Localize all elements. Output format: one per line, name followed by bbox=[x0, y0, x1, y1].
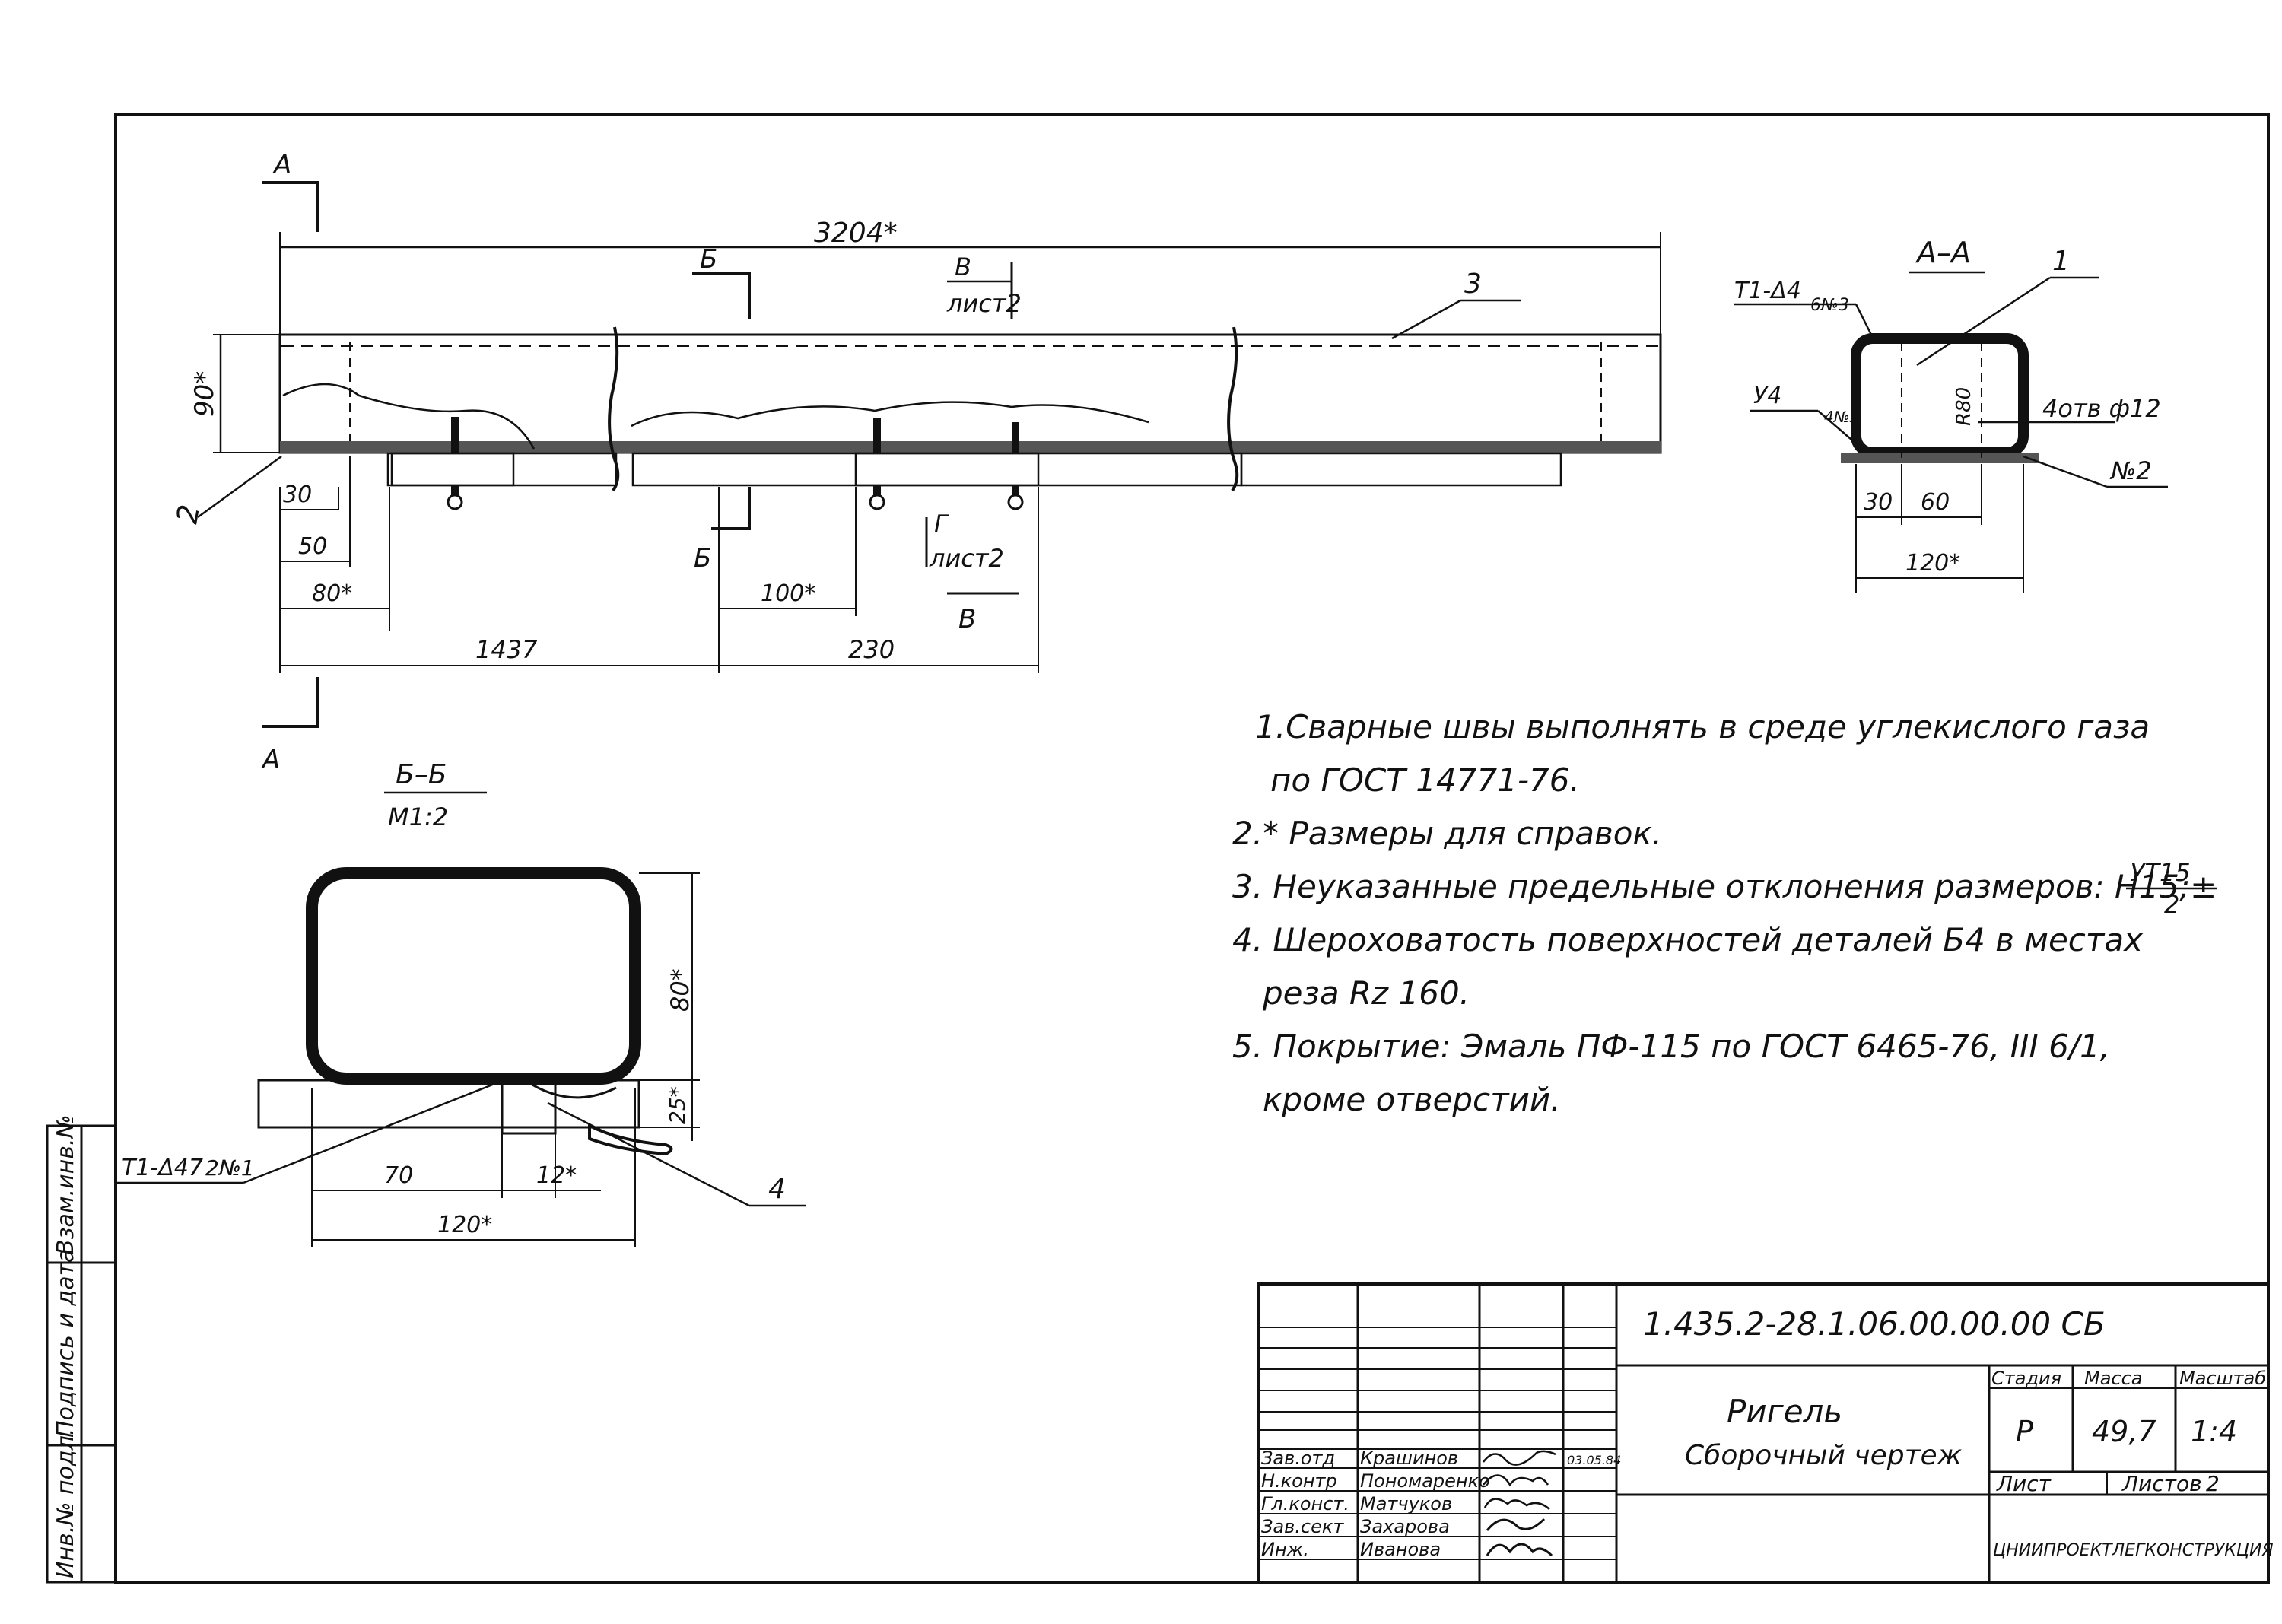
view-g-sheet: лист2 bbox=[929, 544, 1004, 573]
section-b-label-bottom: Б bbox=[694, 543, 711, 574]
mass-value: 49,7 bbox=[2092, 1415, 2156, 1448]
dim-30: 30 bbox=[283, 481, 312, 508]
section-aa-dim-120: 120* bbox=[1905, 550, 1960, 577]
weld-t1-ref: 6№3 bbox=[1810, 296, 1849, 315]
stage-value: Р bbox=[2016, 1415, 2033, 1448]
name-zakharova: Захарова bbox=[1360, 1516, 1450, 1537]
holes-label: 4отв ф12 bbox=[2042, 394, 2161, 423]
note-1a: 1.Сварные швы выполнять в среде углекисл… bbox=[1255, 708, 2150, 745]
section-aa-title: А–А bbox=[1915, 236, 1971, 269]
section-aa: А–А 1 Т1-Δ4 6№3 У4 4№3 R80 4отв ф12 №2 bbox=[1734, 236, 2168, 593]
bolt-1 bbox=[447, 417, 463, 510]
dim-230: 230 bbox=[848, 635, 895, 664]
outer-frame bbox=[114, 113, 2270, 1584]
section-a-label-bottom: А bbox=[261, 745, 280, 775]
section-bb-title: Б–Б bbox=[396, 759, 447, 790]
sheets-label: Листов bbox=[2121, 1471, 2202, 1496]
scale-header: Масштаб bbox=[2179, 1368, 2266, 1389]
name-ivanova: Иванова bbox=[1360, 1539, 1441, 1560]
view-v-label-bottom: В bbox=[958, 604, 976, 634]
stage-header: Стадия bbox=[1991, 1368, 2061, 1389]
section-aa-dim-30: 30 bbox=[1864, 489, 1893, 516]
side-stamp-signature: Подпись и дата bbox=[52, 1249, 79, 1438]
name-matchukov: Матчуков bbox=[1360, 1493, 1452, 1514]
callout-1: 1 bbox=[2052, 246, 2070, 277]
note-2: 2.* Размеры для справок. bbox=[1232, 815, 1662, 852]
document-code: 1.435.2-28.1.06.00.00.00 СБ bbox=[1643, 1305, 2106, 1343]
beam-bottom-plate bbox=[280, 441, 1661, 453]
side-stamp: Инв.№ подл. Подпись и дата Взам.инв.№ bbox=[46, 1114, 117, 1584]
dim-height: 90* bbox=[189, 371, 220, 417]
note-3-numerator: УТ15 bbox=[2130, 858, 2191, 887]
dim-80: 80* bbox=[312, 580, 352, 607]
callout-3: 3 bbox=[1464, 269, 1482, 300]
notes: 1.Сварные швы выполнять в среде углекисл… bbox=[1232, 708, 2217, 1118]
section-bb-dim-25: 25* bbox=[665, 1086, 690, 1124]
mass-header: Масса bbox=[2084, 1368, 2143, 1389]
title-block: 1.435.2-28.1.06.00.00.00 СБ Ригель Сборо… bbox=[1257, 1282, 2274, 1584]
signature-5 bbox=[1486, 1543, 1553, 1557]
weld-t1-label: Т1-Δ4 bbox=[1734, 278, 1801, 304]
note-5a: 5. Покрытие: Эмаль ПФ-115 по ГОСТ 6465-7… bbox=[1232, 1028, 2110, 1065]
name-krashinov: Крашинов bbox=[1360, 1448, 1458, 1469]
signature-1 bbox=[1483, 1450, 1556, 1466]
bolt-2 bbox=[869, 418, 885, 510]
weld-u4-label: У4 bbox=[1753, 383, 1781, 409]
section-bb-dim-12: 12* bbox=[536, 1162, 577, 1189]
drawing-name-line2: Сборочный чертеж bbox=[1685, 1440, 1963, 1471]
callout-n2: №2 bbox=[2109, 456, 2152, 485]
role-inzh: Инж. bbox=[1261, 1539, 1309, 1560]
role-n-kontr: Н.контр bbox=[1261, 1470, 1337, 1492]
signature-3 bbox=[1483, 1498, 1550, 1510]
role-zav-sekt: Зав.сект bbox=[1261, 1516, 1344, 1537]
weld-u4-ref: 4№3 bbox=[1824, 408, 1859, 426]
dim-100: 100* bbox=[761, 580, 815, 607]
main-view: А А 3204* bbox=[170, 150, 1662, 775]
scale-value: 1:4 bbox=[2191, 1415, 2237, 1448]
callout-2: 2 bbox=[170, 502, 207, 526]
side-stamp-vzam: Взам.инв.№ bbox=[52, 1114, 79, 1255]
section-aa-inner-dim: R80 bbox=[1953, 387, 1975, 426]
section-bb-weld-label: Т1-Δ47 bbox=[122, 1155, 203, 1181]
sheets-count: 2 bbox=[2206, 1471, 2220, 1496]
dim-overall: 3204* bbox=[814, 218, 898, 249]
section-b-label-top: Б bbox=[700, 244, 717, 275]
dim-50: 50 bbox=[298, 533, 327, 560]
note-5b: кроме отверстий. bbox=[1263, 1081, 1561, 1118]
view-v-label: В bbox=[955, 253, 971, 281]
section-bb-weld-ref: 2№1 bbox=[205, 1155, 255, 1181]
note-3-denominator: 2 bbox=[2164, 890, 2179, 919]
view-v-sheet: лист2 bbox=[946, 289, 1022, 318]
drawing-name-line1: Ригель bbox=[1727, 1393, 1842, 1430]
section-bb-dim-80: 80* bbox=[666, 968, 694, 1012]
signature-4 bbox=[1486, 1518, 1546, 1531]
sheet-label: Лист bbox=[1996, 1471, 2052, 1496]
note-4b: реза Rz 160. bbox=[1262, 974, 1470, 1012]
note-3: 3. Неуказанные предельные отклонения раз… bbox=[1232, 868, 2217, 905]
note-1b: по ГОСТ 14771-76. bbox=[1270, 761, 1580, 799]
note-4a: 4. Шероховатость поверхностей деталей Б4… bbox=[1232, 921, 2144, 958]
name-ponomarenko: Пономаренко bbox=[1360, 1470, 1490, 1492]
view-g-label: Г bbox=[934, 510, 949, 539]
section-bb-scale: М1:2 bbox=[388, 802, 448, 831]
role-zav-otd: Зав.отд bbox=[1261, 1448, 1335, 1469]
bolt-3 bbox=[1007, 422, 1024, 510]
section-bb-dim-70: 70 bbox=[384, 1162, 413, 1189]
sign-date: 03.05.84 bbox=[1567, 1453, 1621, 1467]
section-bb-dim-120: 120* bbox=[437, 1212, 492, 1238]
callout-4: 4 bbox=[768, 1174, 786, 1205]
signature-2 bbox=[1483, 1474, 1549, 1487]
section-aa-dim-60: 60 bbox=[1921, 489, 1950, 516]
role-gl-konst: Гл.конст. bbox=[1261, 1493, 1349, 1514]
bb-weld-fillet bbox=[501, 1079, 557, 1135]
side-stamp-inv-podl: Инв.№ подл. bbox=[52, 1429, 79, 1578]
organization: ЦНИИПРОЕКТЛЕГКОНСТРУКЦИЯ bbox=[1993, 1541, 2274, 1560]
dim-1437: 1437 bbox=[475, 635, 538, 664]
section-a-label-top: А bbox=[272, 150, 291, 180]
section-bb: Б–Б М1:2 80* 25* 70 12* 120* Т1-Δ47 2№1 bbox=[116, 759, 806, 1247]
